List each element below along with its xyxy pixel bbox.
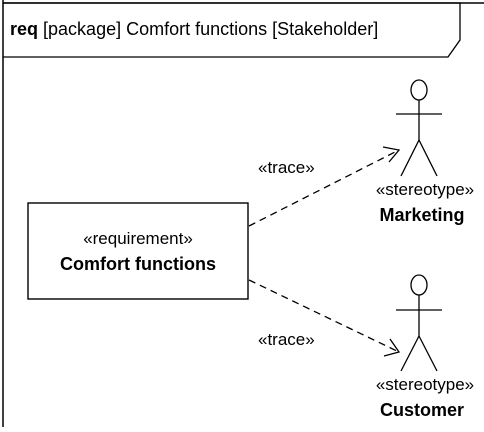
- actor-stereotype-marketing: «stereotype»: [375, 180, 475, 199]
- actor-name-customer: Customer: [379, 400, 464, 420]
- actor-figure-customer: [396, 274, 442, 372]
- trace-line-marketing: [248, 149, 400, 227]
- requirement-box: [27, 202, 249, 300]
- trace-label-customer: «trace»: [258, 330, 315, 349]
- trace-label-marketing: «trace»: [258, 158, 315, 177]
- requirement-stereotype: «requirement»: [83, 229, 193, 248]
- actor-figure-marketing: [396, 79, 442, 177]
- trace-arrowhead-customer: [383, 338, 401, 357]
- frame-name-tab: [3, 2, 461, 58]
- trace-line-customer: [248, 279, 400, 353]
- trace-arrowhead-marketing: [382, 146, 401, 163]
- actor-name-marketing: Marketing: [379, 205, 465, 225]
- frame-label-text: [package] Comfort functions [Stakeholder…: [43, 19, 379, 39]
- frame-kind: req: [10, 19, 39, 39]
- actor-stereotype-customer: «stereotype»: [375, 375, 475, 394]
- requirement-name: Comfort functions: [60, 254, 216, 274]
- frame-title: req [package] Comfort functions [Stakeho…: [10, 19, 378, 40]
